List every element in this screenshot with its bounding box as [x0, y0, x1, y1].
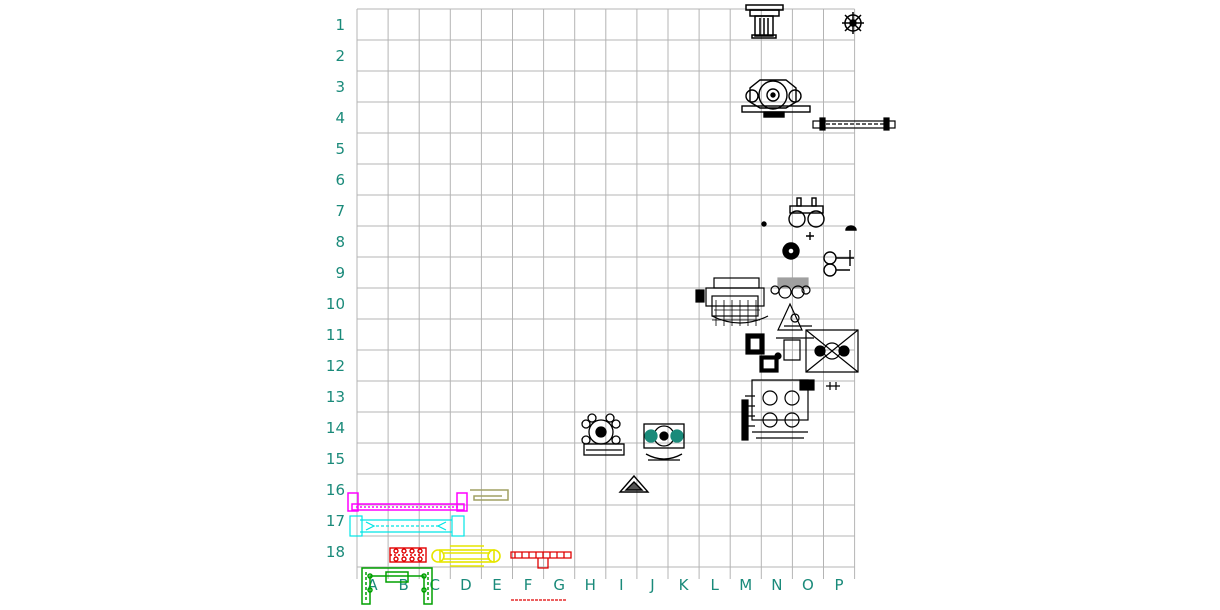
col-label: K [679, 576, 690, 594]
row-label: 10 [326, 295, 345, 313]
green-frame [361, 567, 433, 605]
red-fence [510, 551, 572, 601]
furniture-cluster-block [745, 329, 859, 390]
round-table-block [782, 242, 854, 277]
col-label: P [835, 576, 844, 594]
col-label: D [460, 576, 472, 594]
row-label: 5 [335, 140, 345, 158]
row-label: 1 [335, 16, 345, 34]
row-label: 8 [335, 233, 345, 251]
col-label: L [710, 576, 719, 594]
gear-block [842, 12, 864, 34]
col-label: O [802, 576, 814, 594]
row-label: 14 [326, 419, 345, 437]
table-chairs-block [761, 197, 857, 240]
col-label: C [430, 576, 440, 594]
col-label: I [619, 576, 623, 594]
dining-set-block [643, 423, 685, 461]
row-label: 17 [326, 512, 345, 530]
col-label: F [524, 576, 533, 594]
col-label: B [399, 576, 409, 594]
row-label: 9 [335, 264, 345, 282]
dining-set-block [581, 413, 625, 456]
col-label: A [367, 576, 378, 594]
row-label: 13 [326, 388, 345, 406]
col-label: E [492, 576, 501, 594]
triangle-block [618, 474, 650, 493]
col-label: N [771, 576, 782, 594]
row-label: 2 [335, 47, 345, 65]
col-label: G [553, 576, 565, 594]
red-panel [389, 547, 427, 563]
dining-set-block [741, 79, 811, 118]
row-label: 18 [326, 543, 345, 561]
col-label: J [649, 576, 654, 594]
cyan-rail [349, 515, 465, 537]
furniture-cluster-block [741, 379, 815, 441]
row-label: 3 [335, 78, 345, 96]
column-block [745, 4, 784, 39]
row-label: 12 [326, 357, 345, 375]
row-label: 6 [335, 171, 345, 189]
row-label: 4 [335, 109, 345, 127]
row-label: 16 [326, 481, 345, 499]
col-labels: A B C D E F G H I J K L M N O P [367, 576, 843, 594]
sofa-set-block [770, 277, 814, 339]
khaki-rail [470, 489, 509, 501]
col-label: H [585, 576, 596, 594]
rail-block [812, 117, 896, 131]
magenta-rail [347, 492, 468, 512]
yellow-rail [431, 545, 501, 567]
col-label: M [739, 576, 752, 594]
row-label: 15 [326, 450, 345, 468]
row-label: 11 [326, 326, 345, 344]
bed-block [695, 277, 769, 326]
row-label: 7 [335, 202, 345, 220]
